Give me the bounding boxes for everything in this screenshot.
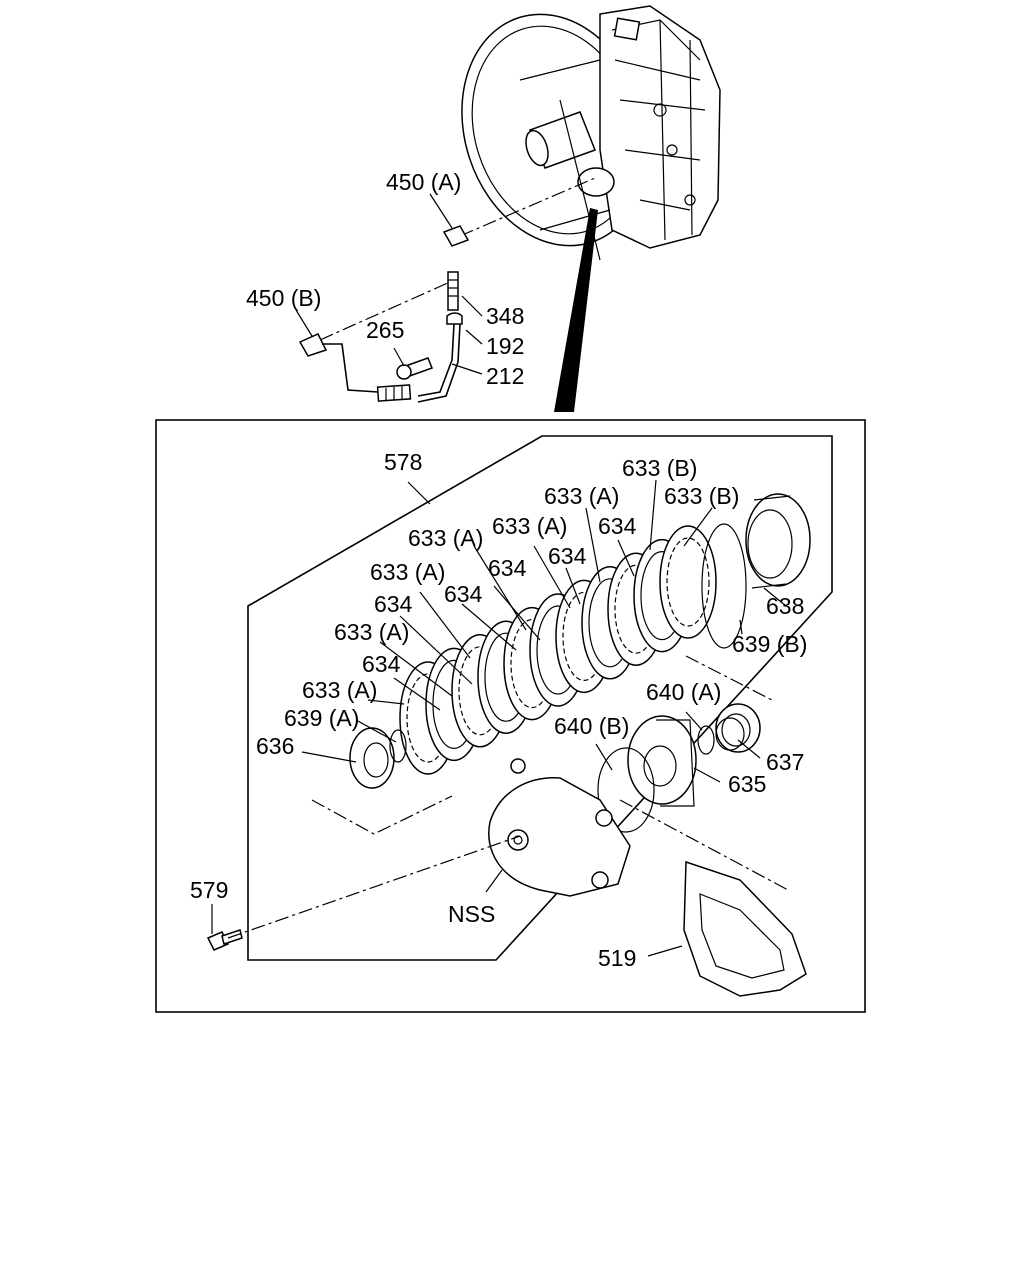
detail-pointer [554,208,598,412]
label-579: 579 [190,877,228,903]
label-633a-1: 633 (A) [544,483,619,509]
label-633b-1: 633 (B) [622,455,697,481]
label-634-6: 634 [362,651,401,677]
part-450a-fitting [442,225,470,247]
label-640a: 640 (A) [646,679,721,705]
seal-ring-640a [697,725,715,755]
retainer-636 [349,727,395,789]
label-nss: NSS [448,901,495,927]
pipe-assembly [298,225,470,403]
label-450b: 450 (B) [246,285,321,311]
label-635: 635 [728,771,766,797]
cover-nss [488,758,631,897]
dash-gasket [619,799,789,891]
label-634-1: 634 [598,513,637,539]
detail-leaders [211,479,787,957]
clutch-plate-teeth [666,537,710,627]
label-634-5: 634 [444,581,483,607]
dash-640a [685,655,773,701]
label-639a: 639 (A) [284,705,359,731]
label-639b: 639 (B) [732,631,807,657]
seal-ring-640b [597,747,655,833]
label-450a: 450 (A) [386,169,461,195]
label-633a-3: 633 (A) [408,525,483,551]
hub-638 [745,493,811,589]
label-634-2: 634 [548,543,587,569]
clutch-plate [659,525,717,639]
label-633b-2: 633 (B) [664,483,739,509]
label-634-3: 634 [488,555,527,581]
spring-637 [715,703,761,753]
bolt-579 [206,929,243,951]
label-633a-2: 633 (A) [492,513,567,539]
snap-ring-639a [389,729,407,763]
label-348: 348 [486,303,524,329]
detail-frame [155,419,866,1013]
label-638: 638 [766,593,804,619]
label-633a-5: 633 (A) [334,619,409,645]
dash-bolt [227,835,521,939]
label-633a-6: 633 (A) [302,677,377,703]
dash-kit-lower [311,795,453,835]
label-634-4: 634 [374,591,413,617]
piston-635 [627,715,697,807]
part-450b-fitting [298,333,328,357]
callout-labels: 450 (A) 450 (B) 265 348 192 212 578 633 … [190,169,807,971]
clutch-plate-stack [399,525,717,775]
label-192: 192 [486,333,524,359]
label-637: 637 [766,749,804,775]
transmission-housing [461,5,721,261]
label-578: 578 [384,449,422,475]
kit-578-outline [247,435,833,961]
label-212: 212 [486,363,524,389]
label-636: 636 [256,733,294,759]
label-265: 265 [366,317,404,343]
label-519: 519 [598,945,636,971]
fitting-connection-line [319,281,451,341]
top-leaders [295,193,483,375]
snap-ring-639b [701,523,747,649]
gasket-519 [683,860,807,997]
label-633a-4: 633 (A) [370,559,445,585]
label-640b: 640 (B) [554,713,629,739]
